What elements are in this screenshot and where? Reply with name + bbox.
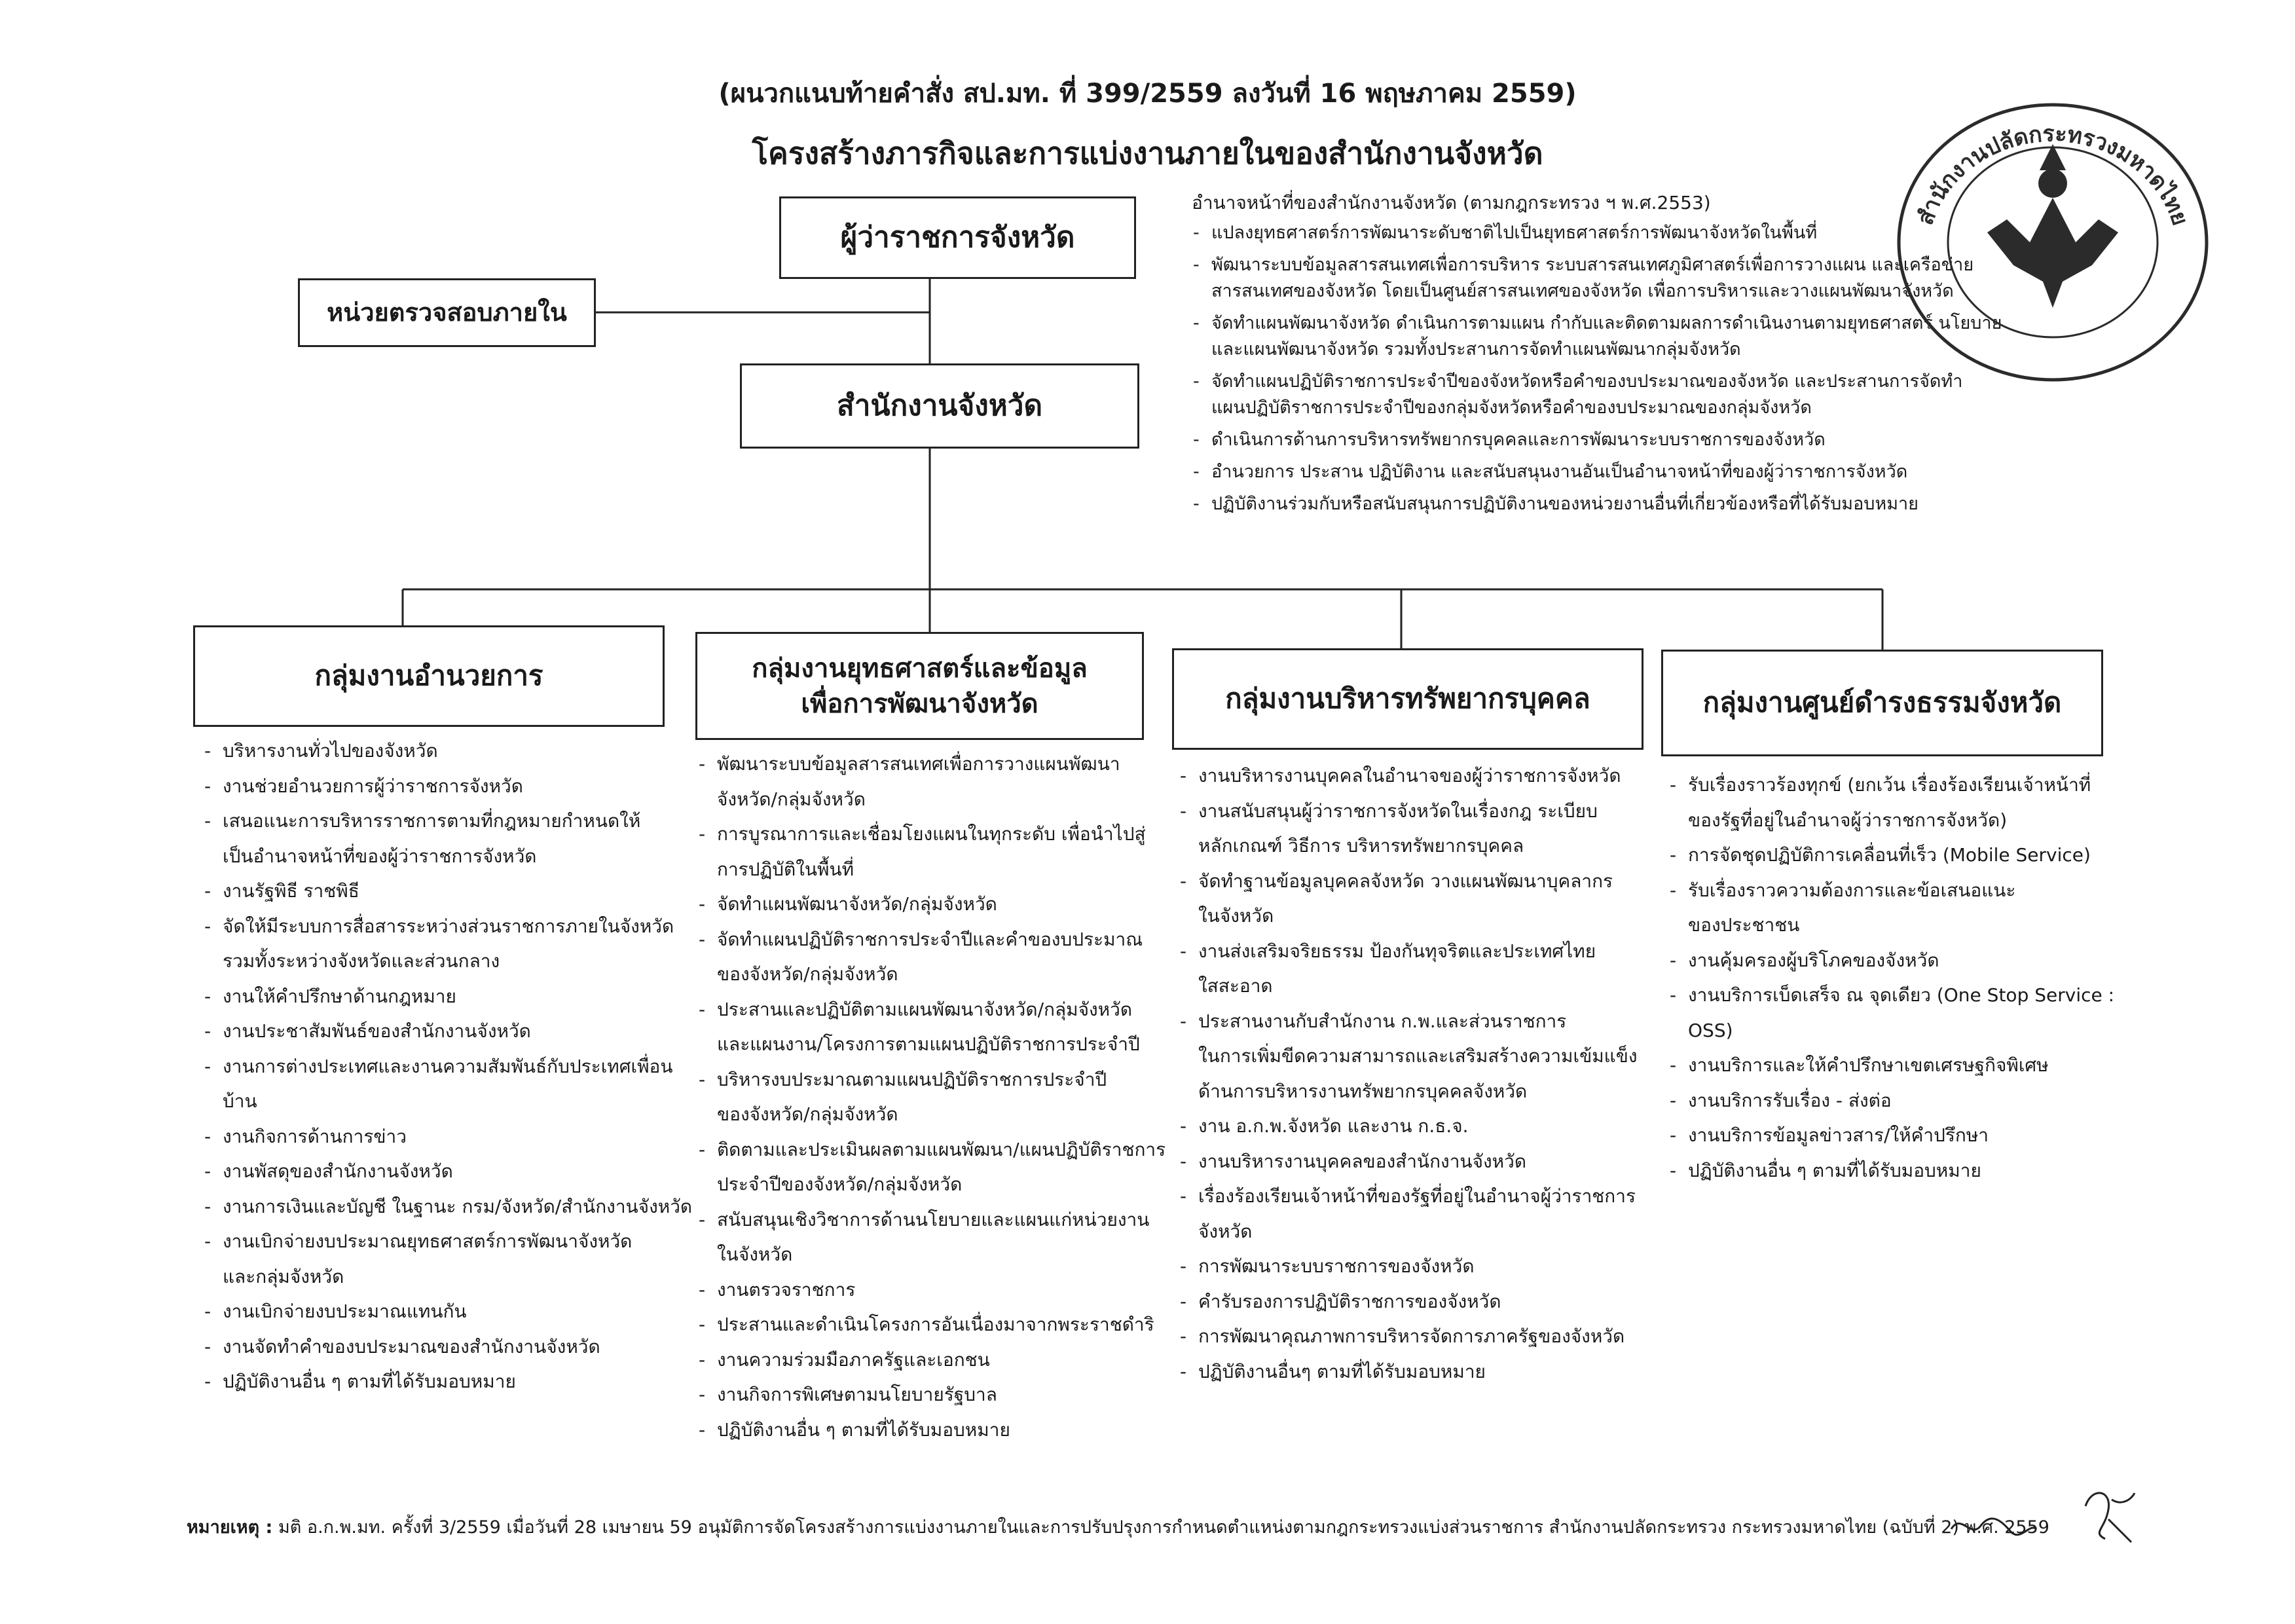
task-item: คำรับรองการปฏิบัติราชการของจังหวัด [1179, 1284, 1657, 1320]
footnote-label: หมายเหตุ : [187, 1517, 273, 1538]
task-item: งานกิจการด้านการข่าว [203, 1119, 701, 1154]
group-administration-tasks: บริหารงานทั่วไปของจังหวัดงานช่วยอำนวยการ… [203, 733, 701, 1399]
task-item: พัฒนาระบบข้อมูลสารสนเทศเพื่อการวางแผนพัฒ… [697, 747, 1169, 817]
task-item: งานตรวจราชการ [697, 1272, 1169, 1308]
group-damrongdhama-center: กลุ่มงานศูนย์ดำรงธรรมจังหวัด [1661, 650, 2103, 756]
task-item: การพัฒนาระบบราชการของจังหวัด [1179, 1249, 1657, 1284]
group-strategy: กลุ่มงานยุทธศาสตร์และข้อมูล เพื่อการพัฒน… [695, 632, 1144, 740]
task-item: งาน อ.ก.พ.จังหวัด และงาน ก.ธ.จ. [1179, 1109, 1657, 1144]
task-item: การบูรณาการและเชื่อมโยงแผนในทุกระดับ เพื… [697, 817, 1169, 887]
task-item: งานบริการข้อมูลข่าวสาร/ให้คำปรึกษา [1668, 1118, 2127, 1153]
task-item: บริหารงานทั่วไปของจังหวัด [203, 733, 701, 769]
duty-item: พัฒนาระบบข้อมูลสารสนเทศเพื่อการบริหาร ระ… [1192, 252, 2004, 304]
garuda-seal-icon: สำนักงานปลัดกระทรวงมหาดไทย [1897, 103, 2209, 382]
task-item: งานให้คำปรึกษาด้านกฎหมาย [203, 979, 701, 1014]
node-governor: ผู้ว่าราชการจังหวัด [779, 196, 1136, 279]
duty-item: แปลงยุทธศาสตร์การพัฒนาระดับชาติไปเป็นยุท… [1192, 220, 2004, 246]
task-item: การพัฒนาคุณภาพการบริหารจัดการภาครัฐของจั… [1179, 1319, 1657, 1354]
task-item: งานบริหารงานบุคคลของสำนักงานจังหวัด [1179, 1144, 1657, 1179]
task-item: รับเรื่องราวร้องทุกข์ (ยกเว้น เรื่องร้อง… [1668, 767, 2127, 838]
task-item: งานส่งเสริมจริยธรรม ป้องกันทุจริตและประเ… [1179, 934, 1657, 1004]
task-item: งานกิจการพิเศษตามนโยบายรัฐบาล [697, 1377, 1169, 1412]
group-administration: กลุ่มงานอำนวยการ [193, 625, 665, 727]
duty-item: ดำเนินการด้านการบริหารทรัพยากรบุคคลและกา… [1192, 427, 2004, 453]
duty-item: อำนวยการ ประสาน ปฏิบัติงาน และสนับสนุนงา… [1192, 459, 2004, 485]
task-item: งานการเงินและบัญชี ในฐานะ กรม/จังหวัด/สำ… [203, 1189, 701, 1225]
task-item: ปฏิบัติงานอื่น ๆ ตามที่ได้รับมอบหมาย [1668, 1153, 2127, 1189]
group-strategy-tasks: พัฒนาระบบข้อมูลสารสนเทศเพื่อการวางแผนพัฒ… [697, 747, 1169, 1447]
task-item: การจัดชุดปฏิบัติการเคลื่อนที่เร็ว (Mobil… [1668, 838, 2127, 873]
header-reference: (ผนวกแนบท้ายคำสั่ง สป.มท. ที่ 399/2559 ล… [718, 79, 1577, 109]
group-damrongdhama-tasks: รับเรื่องราวร้องทุกข์ (ยกเว้น เรื่องร้อง… [1668, 767, 2127, 1188]
group-title: กลุ่มงานอำนวยการ [314, 659, 543, 692]
task-item: ติดตามและประเมินผลตามแผนพัฒนา/แผนปฏิบัติ… [697, 1132, 1169, 1202]
duty-item: จัดทำแผนปฏิบัติราชการประจำปีของจังหวัดหร… [1192, 369, 2004, 421]
task-item: งานเบิกจ่ายงบประมาณแทนกัน [203, 1294, 701, 1329]
task-item: งานคุ้มครองผู้บริโภคของจังหวัด [1668, 943, 2127, 978]
group-title: กลุ่มงานศูนย์ดำรงธรรมจังหวัด [1702, 686, 2062, 719]
task-item: ประสานงานกับสำนักงาน ก.พ.และส่วนราชการ ใ… [1179, 1004, 1657, 1109]
task-item: งานเบิกจ่ายงบประมาณยุทธศาสตร์การพัฒนาจัง… [203, 1224, 701, 1294]
task-item: งานประชาสัมพันธ์ของสำนักงานจังหวัด [203, 1014, 701, 1049]
task-item: จัดทำแผนปฏิบัติราชการประจำปีและคำของบประ… [697, 922, 1169, 992]
node-provincial-office: สำนักงานจังหวัด [740, 363, 1139, 449]
task-item: งานการต่างประเทศและงานความสัมพันธ์กับประ… [203, 1049, 701, 1119]
signature-initials-1 [1950, 1517, 2038, 1536]
task-item: งานจัดทำคำของบประมาณของสำนักงานจังหวัด [203, 1329, 701, 1365]
task-item: ประสานและปฏิบัติตามแผนพัฒนาจังหวัด/กลุ่ม… [697, 992, 1169, 1062]
duty-item: จัดทำแผนพัฒนาจังหวัด ดำเนินการตามแผน กำก… [1192, 310, 2004, 363]
task-item: ปฏิบัติงานอื่น ๆ ตามที่ได้รับมอบหมาย [697, 1412, 1169, 1448]
signature-initials-2 [2084, 1492, 2136, 1543]
task-item: จัดทำฐานข้อมูลบุคคลจังหวัด วางแผนพัฒนาบุ… [1179, 864, 1657, 934]
task-item: งานความร่วมมือภาครัฐและเอกชน [697, 1342, 1169, 1378]
task-item: ปฏิบัติงานอื่นๆ ตามที่ได้รับมอบหมาย [1179, 1354, 1657, 1390]
task-item: งานบริการและให้คำปรึกษาเขตเศรษฐกิจพิเศษ [1668, 1048, 2127, 1083]
task-item: จัดทำแผนพัฒนาจังหวัด/กลุ่มจังหวัด [697, 887, 1169, 922]
task-item: งานพัสดุของสำนักงานจังหวัด [203, 1154, 701, 1189]
task-item: งานบริการเบ็ดเสร็จ ณ จุดเดียว (One Stop … [1668, 978, 2127, 1048]
task-item: งานสนับสนุนผู้ว่าราชการจังหวัดในเรื่องกฎ… [1179, 794, 1657, 864]
group-human-resources: กลุ่มงานบริหารทรัพยากรบุคคล [1172, 648, 1643, 750]
page-title: โครงสร้างภารกิจและการแบ่งงานภายในของสำนั… [752, 136, 1543, 171]
node-internal-audit: หน่วยตรวจสอบภายใน [298, 278, 596, 347]
task-item: รับเรื่องราวความต้องการและข้อเสนอแนะ ของ… [1668, 873, 2127, 943]
footnote: หมายเหตุ : มติ อ.ก.พ.มท. ครั้งที่ 3/2559… [187, 1513, 2049, 1541]
footnote-text: มติ อ.ก.พ.มท. ครั้งที่ 3/2559 เมื่อวันที… [278, 1517, 2049, 1538]
task-item: งานบริหารงานบุคคลในอำนาจของผู้ว่าราชการจ… [1179, 758, 1657, 794]
task-item: ปฏิบัติงานอื่น ๆ ตามที่ได้รับมอบหมาย [203, 1364, 701, 1399]
task-item: งานรัฐพิธี ราชพิธี [203, 874, 701, 909]
duties-title: อำนาจหน้าที่ของสำนักงานจังหวัด (ตามกฎกระ… [1192, 192, 1711, 213]
duty-item: ปฏิบัติงานร่วมกับหรือสนับสนุนการปฏิบัติง… [1192, 491, 2004, 517]
task-item: ประสานและดำเนินโครงการอันเนื่องมาจากพระร… [697, 1307, 1169, 1342]
group-human-resources-tasks: งานบริหารงานบุคคลในอำนาจของผู้ว่าราชการจ… [1179, 758, 1657, 1389]
task-item: งานช่วยอำนวยการผู้ว่าราชการจังหวัด [203, 769, 701, 804]
task-item: จัดให้มีระบบการสื่อสารระหว่างส่วนราชการภ… [203, 909, 701, 979]
task-item: สนับสนุนเชิงวิชาการด้านนโยบายและแผนแก่หน… [697, 1202, 1169, 1272]
task-item: เรื่องร้องเรียนเจ้าหน้าที่ของรัฐที่อยู่ใ… [1179, 1179, 1657, 1249]
group-title: กลุ่มงานบริหารทรัพยากรบุคคล [1225, 682, 1590, 715]
task-item: งานบริการรับเรื่อง - ส่งต่อ [1668, 1083, 2127, 1118]
task-item: บริหารงบประมาณตามแผนปฏิบัติราชการประจำปี… [697, 1062, 1169, 1132]
group-title: กลุ่มงานยุทธศาสตร์และข้อมูล เพื่อการพัฒน… [752, 653, 1088, 719]
duties-list: แปลงยุทธศาสตร์การพัฒนาระดับชาติไปเป็นยุท… [1192, 220, 2004, 523]
task-item: เสนอแนะการบริหารราชการตามที่กฎหมายกำหนดใ… [203, 803, 701, 874]
